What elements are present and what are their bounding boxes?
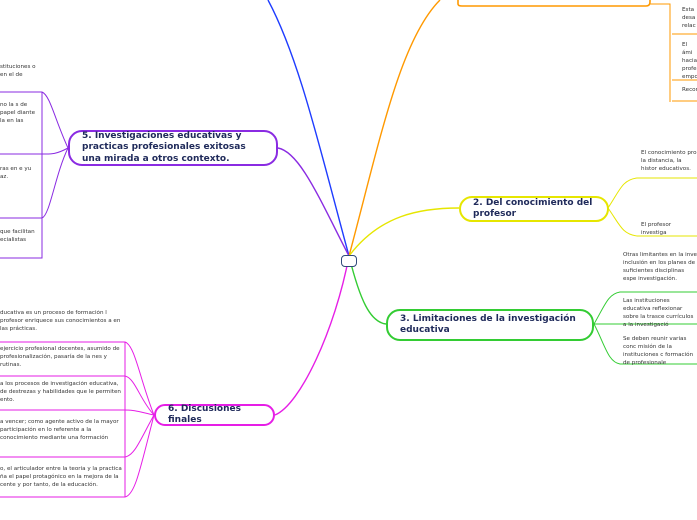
central-topic[interactable] xyxy=(341,255,357,267)
magenta-leaf-4: a vencer; como agente activo de la mayor… xyxy=(0,419,119,441)
orange-leaf-1: Esta desa relac xyxy=(682,7,696,29)
connector-b3 xyxy=(348,255,387,325)
yellow-leaf-2: El profesor investiga xyxy=(641,222,672,236)
orange-leaf-2: El ámi hacia profe empo xyxy=(682,42,697,80)
purple-leaf-2: no la s de papel diante la en las xyxy=(0,102,36,124)
branch-title-b5: 5. Investigaciones educativas y practica… xyxy=(82,131,246,164)
connector-b6 xyxy=(274,255,350,416)
green-leaf-1: Otras limitantes en la inve inclusión en… xyxy=(623,252,697,282)
orange-leaf-3: Recon xyxy=(682,87,697,93)
connector-b5 xyxy=(277,147,350,257)
purple-leaf-4: que facilitan ecialistas xyxy=(0,229,35,243)
connector-b2 xyxy=(348,207,460,257)
orange-frame xyxy=(457,0,651,7)
branch-title-b6: 6. Discusiones finales xyxy=(168,403,241,425)
magenta-leaf-2: ejercicio profesional docentes, asumido … xyxy=(0,346,120,368)
green-leaf-3: Se deben reunir varias conc misión de la… xyxy=(623,336,694,366)
branch-title-b3: 3. Limitaciones de la investigación educ… xyxy=(400,313,576,335)
connector-top-left xyxy=(267,0,350,257)
connector-top-right xyxy=(348,0,441,257)
branch-title-b2: 2. Del conocimiento del profesor xyxy=(473,197,593,219)
purple-leaf-3: ras en e yu az. xyxy=(0,166,32,180)
branch-node-b3[interactable]: 3. Limitaciones de la investigación educ… xyxy=(386,309,594,341)
magenta-leaf-3: a los procesos de investigación educativ… xyxy=(0,381,121,403)
green-leaf-2: Las instituciones educativa reflexionar … xyxy=(623,298,694,328)
magenta-leaf-1: ducativa es un proceso de formación l pr… xyxy=(0,310,121,332)
branch-node-b2[interactable]: 2. Del conocimiento del profesor xyxy=(459,196,609,222)
branch-node-b6[interactable]: 6. Discusiones finales xyxy=(154,404,275,426)
branch-node-b5[interactable]: 5. Investigaciones educativas y practica… xyxy=(68,130,278,166)
yellow-leaf-1: El conocimiento pro la distancia, la his… xyxy=(641,150,697,172)
purple-leaf-1: stituciones o en el de xyxy=(0,64,36,78)
magenta-leaf-5: o, el articulador entre la teoría y la p… xyxy=(0,466,122,488)
orange-sub-connector xyxy=(650,3,671,102)
